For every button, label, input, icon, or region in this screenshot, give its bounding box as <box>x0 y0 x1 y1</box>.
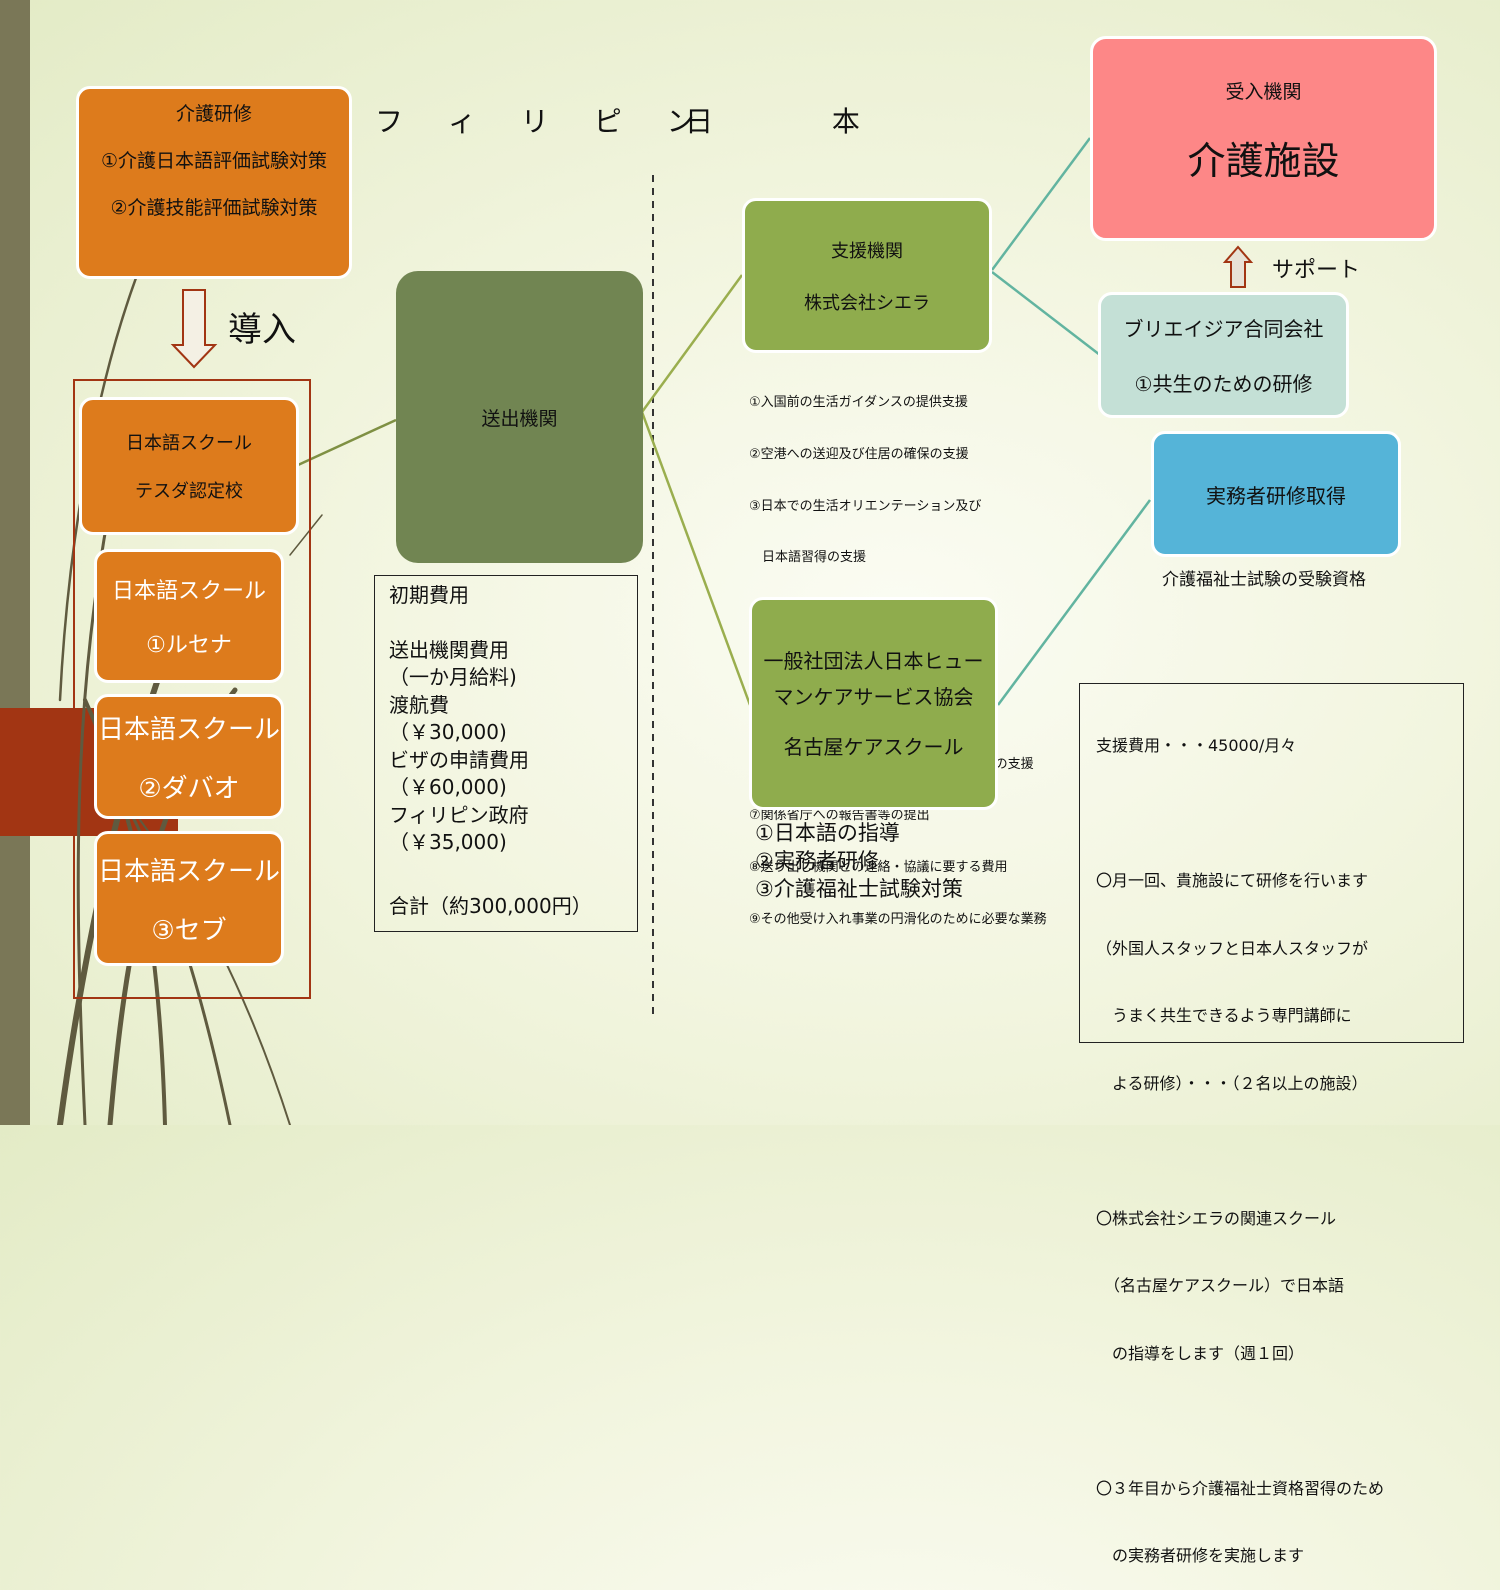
cost-line: （￥35,000) <box>389 830 507 854</box>
support-fee-line <box>1096 1410 1463 1433</box>
school-davao: 日本語スクール ②ダバオ <box>94 694 284 819</box>
cost-line: フィリピン政府 <box>389 802 529 827</box>
sending-organization: 送出機関 <box>396 271 643 563</box>
support-arrow-label: サポート <box>1272 258 1361 283</box>
school-tesda: 日本語スクール テスダ認定校 <box>79 397 299 535</box>
school-lucena-line1: 日本語スクール <box>111 579 266 604</box>
support-fee-line: よる研修）・・・（２名以上の施設） <box>1096 1073 1368 1093</box>
practitioner-box: 実務者研修取得 <box>1151 431 1401 557</box>
support-service-item: ⑨その他受け入れ事業の円滑化のために必要な業務 <box>749 911 1047 927</box>
initial-costs-title: 初期費用 <box>389 583 469 607</box>
training-item-1: ①介護日本語評価試験対策 <box>100 150 328 172</box>
association-items: ①日本語の指導 ②実務者研修 ③介護福祉士試験対策 <box>755 819 963 903</box>
association-box: 一般社団法人日本ヒュー マンケアサービス協会 名古屋ケアスクール <box>749 597 998 810</box>
support-fee-box: 支援費用・・・45000/月々 〇月一回、貴施設にて研修を行います （外国人スタ… <box>1079 683 1464 1565</box>
receiving-facility: 受入機関 介護施設 <box>1090 36 1437 241</box>
training-title: 介護研修 <box>175 103 252 125</box>
connector-sending-support <box>640 274 744 413</box>
cost-line: 渡航費 <box>389 692 449 717</box>
cost-line: ビザの申請費用 <box>389 747 529 772</box>
support-service-item: ③日本での生活オリエンテーション及び <box>749 498 982 514</box>
initial-costs-box: 初期費用 送出機関費用 （一か月給料) 渡航費 （￥30,000) ビザの申請費… <box>374 575 638 932</box>
support-fee-line: の指導をします（週１回） <box>1096 1343 1305 1363</box>
briaisia-line2: ①共生のための研修 <box>1134 372 1313 396</box>
support-organization-line1: 支援機関 <box>831 240 903 262</box>
support-fee-line <box>1096 803 1463 826</box>
support-organization: 支援機関 株式会社シエラ <box>742 198 992 353</box>
briaisia-box: ブリエイジア合同会社 ①共生のための研修 <box>1098 292 1349 418</box>
down-arrow-icon <box>170 289 218 369</box>
practitioner-caption: 介護福祉士試験の受験資格 <box>1162 570 1366 590</box>
practitioner-label: 実務者研修取得 <box>1206 483 1346 508</box>
support-fee-line: の実務者研修を実施します <box>1096 1546 1305 1565</box>
school-cebu-line2: ③セブ <box>151 915 227 946</box>
school-cebu-line1: 日本語スクール <box>97 856 280 887</box>
up-arrow-icon <box>1222 245 1254 288</box>
left-sidebar-bar <box>0 0 30 1125</box>
connector-association-practitioner <box>996 499 1152 706</box>
connector-support-briaisia <box>991 271 1101 356</box>
support-service-item: ⑦関係省庁への報告書等の提出 <box>749 808 930 824</box>
schools-frame <box>73 379 311 999</box>
training-box: 介護研修 ①介護日本語評価試験対策 ②介護技能評価試験対策 <box>76 86 352 279</box>
support-service-item: ⑧送り出し機関との連絡・協議に要する費用 <box>749 859 1008 875</box>
connector-sending-association <box>640 411 752 706</box>
cost-line: 送出機関費用 <box>389 637 509 662</box>
support-fee-line <box>1096 1140 1463 1163</box>
school-tesda-line2: テスダ認定校 <box>135 481 243 502</box>
support-fee-line: 〇月一回、貴施設にて研修を行います <box>1096 871 1369 890</box>
support-fee-line: うまく共生できるよう専門講師に <box>1096 1006 1352 1025</box>
school-lucena-line2: ①ルセナ <box>146 633 232 658</box>
school-tesda-line1: 日本語スクール <box>126 433 252 454</box>
association-item: ②実務者研修 <box>755 849 879 873</box>
cost-line: （一か月給料) <box>389 665 517 689</box>
initial-costs-total: 合計（約300,000円） <box>389 893 592 918</box>
association-item: ③介護福祉士試験対策 <box>755 877 963 901</box>
support-service-item: 日本語習得の支援 <box>749 550 867 566</box>
support-fee-line: 〇株式会社シエラの関連スクール <box>1096 1208 1337 1228</box>
sending-organization-label: 送出機関 <box>481 407 558 430</box>
header-japan: 日 本 <box>685 105 860 138</box>
header-philippines: フ ィ リ ピ ン <box>375 105 713 138</box>
briaisia-line1: ブリエイジア合同会社 <box>1123 317 1324 341</box>
receiving-label: 受入機関 <box>1225 81 1302 103</box>
connector-support-receiving <box>990 137 1092 271</box>
cost-line: （￥60,000) <box>389 775 507 799</box>
association-item: ①日本語の指導 <box>755 821 900 845</box>
support-fee-line: 支援費用・・・45000/月々 <box>1096 736 1297 755</box>
school-lucena: 日本語スクール ①ルセナ <box>94 549 284 683</box>
support-service-item: ②空港への送迎及び住居の確保の支援 <box>749 447 969 463</box>
association-line3: 名古屋ケアスクール <box>783 734 964 759</box>
school-davao-line1: 日本語スクール <box>97 714 280 745</box>
support-organization-line2: 株式会社シエラ <box>804 292 930 314</box>
training-item-2: ②介護技能評価試験対策 <box>110 197 318 219</box>
association-line1: 一般社団法人日本ヒュー <box>763 648 984 673</box>
association-line2: マンケアサービス協会 <box>773 684 974 709</box>
school-cebu: 日本語スクール ③セブ <box>94 831 284 966</box>
receiving-name: 介護施設 <box>1187 139 1340 183</box>
connector-school-sending <box>297 418 397 467</box>
support-fee-line: （名古屋ケアスクール）で日本語 <box>1096 1276 1345 1295</box>
cost-line: （￥30,000) <box>389 720 507 744</box>
school-davao-line2: ②ダバオ <box>138 773 240 804</box>
support-fee-line: 〇３年目から介護福祉士資格習得のため <box>1096 1478 1385 1498</box>
support-service-item: ①入国前の生活ガイダンスの提供支援 <box>749 395 968 411</box>
intro-label: 導入 <box>228 310 296 350</box>
support-fee-line: （外国人スタッフと日本人スタッフが <box>1096 938 1369 958</box>
